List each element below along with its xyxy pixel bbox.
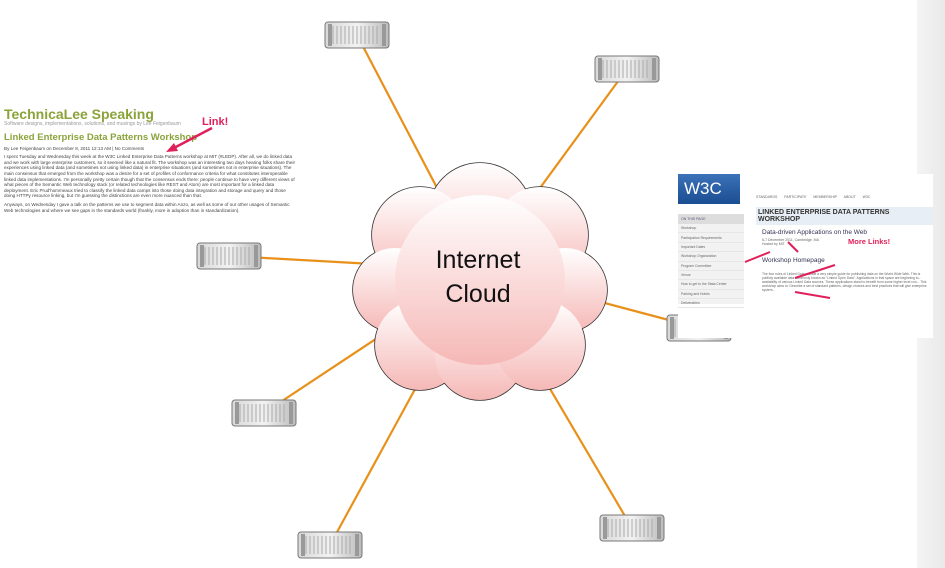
more-links-arrows-icon [744, 241, 836, 299]
cloud-label-line2: Cloud [445, 280, 510, 308]
server-icon [196, 242, 262, 270]
side-item[interactable]: Deliverables [678, 299, 744, 309]
post-paragraph-2: Anyways, on Wednesday I gave a talk on t… [4, 201, 290, 213]
side-item[interactable]: Participation Requirements [678, 233, 744, 243]
blog-title: TechnicaLee Speaking [4, 106, 154, 122]
side-header: ON THIS PAGE [678, 214, 744, 224]
annotation-arrow-icon [166, 126, 213, 152]
post-byline: By Lee Feigenbaum on December 8, 2011 12… [4, 145, 145, 151]
post-title: Linked Enterprise Data Patterns Workshop [4, 131, 198, 143]
side-item[interactable]: Workshop [678, 224, 744, 234]
post-paragraph-1: I spent Tuesday and Wednesday this week … [4, 154, 295, 199]
server-icon [594, 55, 660, 83]
internet-cloud: Internet Cloud [352, 162, 608, 401]
w3c-homepage-heading: Workshop Homepage [762, 257, 825, 264]
w3c-subtitle: Data-driven Applications on the Web [762, 229, 868, 236]
blog-subtitle: Software designs, implementations, solut… [4, 121, 181, 127]
w3c-nav: STANDARDS PARTICIPATE MEMBERSHIP ABOUT W… [756, 195, 871, 199]
server-icon [231, 399, 297, 427]
w3c-page-title: LINKED ENTERPRISE DATA PATTERNS WORKSHOP [756, 207, 933, 225]
server-icon [297, 531, 363, 559]
more-links-annotation: More Links! [848, 237, 891, 246]
side-item[interactable]: Important Dates [678, 243, 744, 253]
side-item[interactable]: Program Committee [678, 262, 744, 271]
cloud-label-line1: Internet [436, 246, 521, 274]
side-item[interactable]: How to get to the Stata Center [678, 280, 744, 290]
side-item[interactable]: Parking and Hotels [678, 290, 744, 299]
w3c-screenshot: W3C STANDARDS PARTICIPATE MEMBERSHIP ABO… [678, 174, 933, 338]
w3c-logo: W3C [678, 174, 740, 204]
link-annotation: Link! [202, 116, 229, 128]
server-icon [599, 514, 665, 542]
side-item[interactable]: Venue [678, 271, 744, 281]
blog-screenshot: TechnicaLee Speaking Software designs, i… [4, 106, 296, 216]
server-icon [324, 21, 390, 49]
w3c-meta: 6-7 December 2011, Cambridge, MA Hosted … [762, 238, 819, 246]
side-item[interactable]: Workshop Organization [678, 252, 744, 262]
w3c-body: The four rules of Linked Data provide a … [762, 272, 927, 292]
